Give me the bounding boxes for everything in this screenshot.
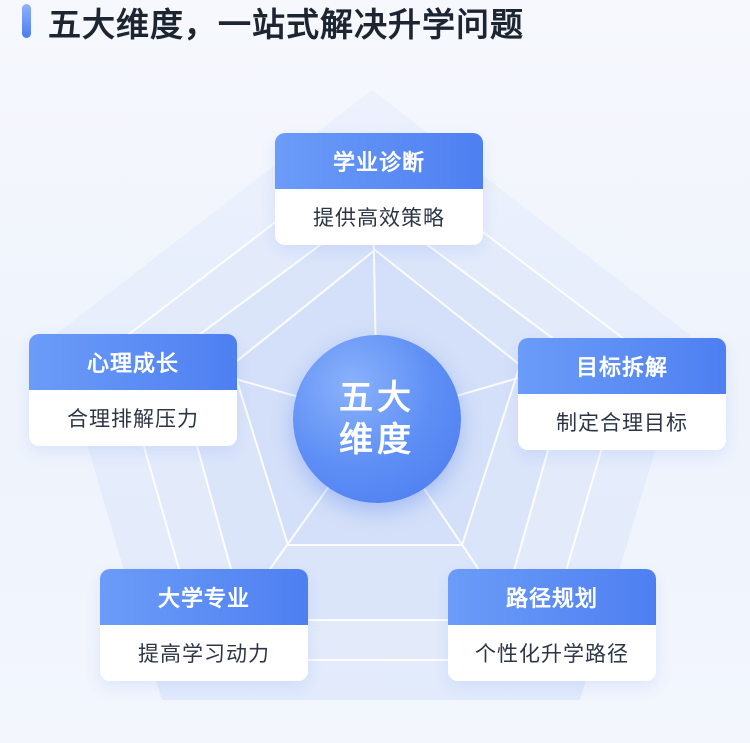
card-heading: 大学专业	[100, 569, 308, 625]
card-heading: 路径规划	[448, 569, 656, 625]
page-header: 五大维度，一站式解决升学问题	[0, 0, 750, 50]
center-label: 五大 维度	[332, 377, 422, 461]
center-circle: 五大 维度	[293, 335, 461, 503]
page-title: 五大维度，一站式解决升学问题	[48, 5, 524, 44]
card-heading: 学业诊断	[275, 133, 483, 189]
card-goal-breakdown: 目标拆解 制定合理目标	[518, 338, 726, 450]
card-academic-diagnosis: 学业诊断 提供高效策略	[275, 133, 483, 245]
card-mental-growth: 心理成长 合理排解压力	[29, 334, 237, 446]
card-path-planning: 路径规划 个性化升学路径	[448, 569, 656, 681]
card-university-major: 大学专业 提高学习动力	[100, 569, 308, 681]
card-description: 提供高效策略	[275, 189, 483, 245]
card-description: 提高学习动力	[100, 625, 308, 681]
title-accent-bar	[22, 4, 31, 38]
card-heading: 心理成长	[29, 334, 237, 390]
center-label-line-1: 五大	[339, 378, 415, 418]
card-heading: 目标拆解	[518, 338, 726, 394]
card-description: 个性化升学路径	[448, 625, 656, 681]
card-description: 合理排解压力	[29, 390, 237, 446]
card-description: 制定合理目标	[518, 394, 726, 450]
center-label-line-2: 维度	[339, 420, 415, 460]
